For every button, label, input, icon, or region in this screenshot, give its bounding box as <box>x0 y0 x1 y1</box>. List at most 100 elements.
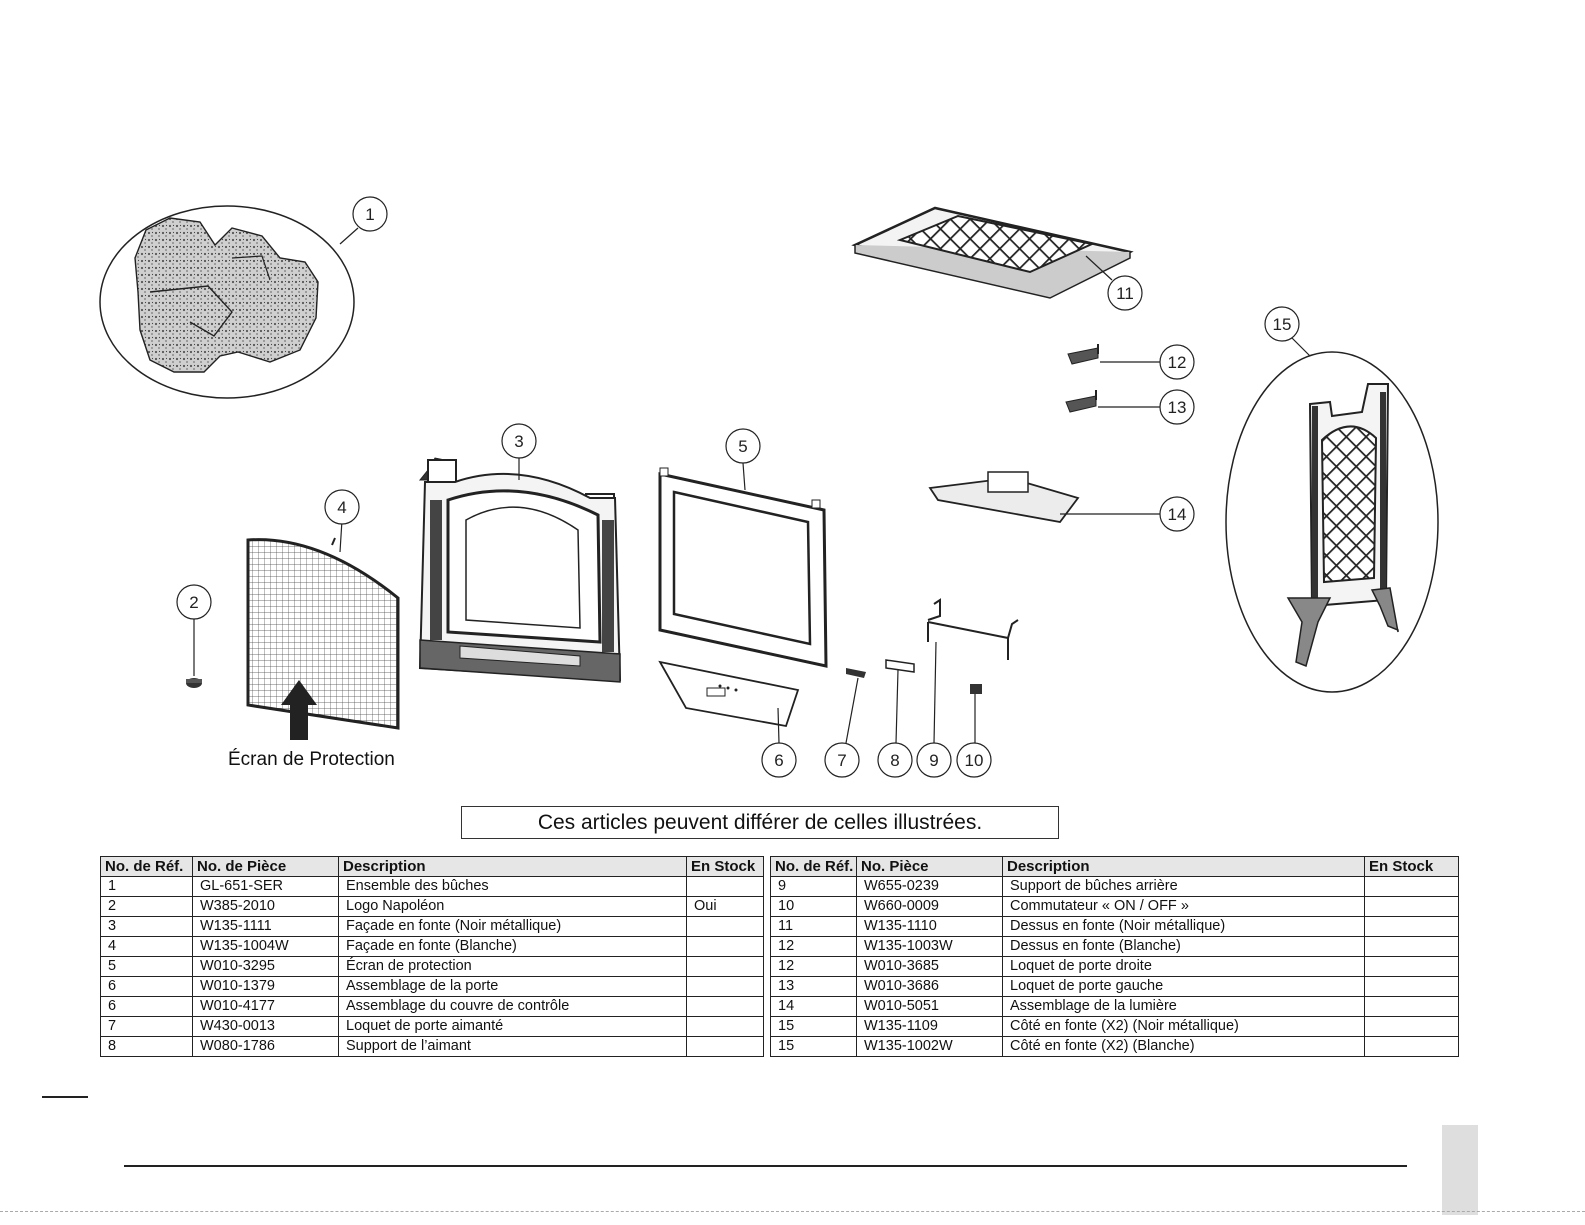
light-assembly-illustration <box>928 471 1160 523</box>
stock-cell <box>1364 996 1459 1017</box>
callout-3: 3 <box>501 423 537 459</box>
description-cell: Côté en fonte (X2) (Noir métallique) <box>1002 1016 1365 1037</box>
svg-text:12: 12 <box>1168 353 1187 372</box>
on-off-switch-illustration <box>970 684 982 743</box>
part-cell: W385-2010 <box>192 896 339 917</box>
part-cell: W135-1111 <box>192 916 339 937</box>
stock-cell <box>686 916 764 937</box>
column-header-part: No. Pièce <box>856 856 1003 877</box>
ref-cell: 12 <box>770 936 857 957</box>
part-cell: W655-0239 <box>856 876 1003 897</box>
door-frame-illustration <box>658 462 828 668</box>
ref-cell: 8 <box>100 1036 193 1057</box>
svg-text:3: 3 <box>514 432 523 451</box>
ref-cell: 12 <box>770 956 857 977</box>
stock-cell <box>1364 896 1459 917</box>
stock-cell <box>686 956 764 977</box>
stock-cell <box>686 1036 764 1057</box>
part-cell: W660-0009 <box>856 896 1003 917</box>
part-cell: W010-4177 <box>192 996 339 1017</box>
column-header-part: No. de Pièce <box>192 856 339 877</box>
svg-text:9: 9 <box>929 751 938 770</box>
callout-6: 6 <box>761 742 797 778</box>
stock-cell: Oui <box>686 896 764 917</box>
stock-cell <box>1364 876 1459 897</box>
description-cell: Support de bûches arrière <box>1002 876 1365 897</box>
part-cell: W430-0013 <box>192 1016 339 1037</box>
ref-cell: 13 <box>770 976 857 997</box>
description-cell: Dessus en fonte (Noir métallique) <box>1002 916 1365 937</box>
svg-text:15: 15 <box>1273 315 1292 334</box>
callout-2: 2 <box>176 584 212 620</box>
description-cell: Façade en fonte (Blanche) <box>338 936 687 957</box>
callout-15: 15 <box>1264 306 1300 342</box>
callout-8: 8 <box>877 742 913 778</box>
description-cell: Logo Napoléon <box>338 896 687 917</box>
ref-cell: 3 <box>100 916 193 937</box>
cast-iron-facade-illustration <box>418 457 622 683</box>
log-set-illustration <box>99 205 359 399</box>
callout-11: 11 <box>1107 275 1143 311</box>
callout-4: 4 <box>324 489 360 525</box>
part-cell: W080-1786 <box>192 1036 339 1057</box>
description-cell: Assemblage de la lumière <box>1002 996 1365 1017</box>
part-cell: W135-1110 <box>856 916 1003 937</box>
column-header-description: Description <box>338 856 687 877</box>
stock-cell <box>1364 916 1459 937</box>
callout-5: 5 <box>725 428 761 464</box>
protection-screen-illustration <box>246 519 400 740</box>
ref-cell: 11 <box>770 916 857 937</box>
stock-cell <box>1364 976 1459 997</box>
ref-cell: 6 <box>100 976 193 997</box>
table-header-row: No. de Réf. No. de Pièce Description En … <box>100 856 764 877</box>
right-door-latch-illustration <box>1067 344 1160 365</box>
description-cell: Côté en fonte (X2) (Blanche) <box>1002 1036 1365 1057</box>
ref-cell: 10 <box>770 896 857 917</box>
description-cell: Loquet de porte aimanté <box>338 1016 687 1037</box>
callout-1: 1 <box>352 196 388 232</box>
illustration-notice: Ces articles peuvent différer de celles … <box>461 806 1059 839</box>
column-header-ref: No. de Réf. <box>100 856 193 877</box>
part-cell: W010-3686 <box>856 976 1003 997</box>
column-header-stock: En Stock <box>686 856 764 877</box>
description-cell: Support de l’aimant <box>338 1036 687 1057</box>
parts-table-left: No. de Réf. No. de Pièce Description En … <box>100 856 764 1057</box>
description-cell: Écran de protection <box>338 956 687 977</box>
callout-12: 12 <box>1159 344 1195 380</box>
stock-cell <box>1364 1016 1459 1037</box>
description-cell: Commutateur « ON / OFF » <box>1002 896 1365 917</box>
column-header-ref: No. de Réf. <box>770 856 857 877</box>
svg-text:13: 13 <box>1168 398 1187 417</box>
svg-text:6: 6 <box>774 751 783 770</box>
part-cell: W135-1004W <box>192 936 339 957</box>
description-cell: Façade en fonte (Noir métallique) <box>338 916 687 937</box>
callout-14: 14 <box>1159 496 1195 532</box>
svg-text:7: 7 <box>837 751 846 770</box>
page-edge-tab <box>1442 1125 1478 1215</box>
exploded-parts-diagram: 1 2 3 4 5 6 7 8 9 10 11 12 13 14 15 <box>99 196 1439 778</box>
svg-text:10: 10 <box>965 751 984 770</box>
part-cell: GL-651-SER <box>192 876 339 897</box>
part-cell: W010-3295 <box>192 956 339 977</box>
ref-cell: 6 <box>100 996 193 1017</box>
part-cell: W010-5051 <box>856 996 1003 1017</box>
part-cell: W010-3685 <box>856 956 1003 977</box>
callout-13: 13 <box>1159 389 1195 425</box>
logo-part-illustration <box>186 618 202 688</box>
description-cell: Ensemble des bûches <box>338 876 687 897</box>
svg-text:11: 11 <box>1116 284 1134 303</box>
svg-text:2: 2 <box>189 593 198 612</box>
